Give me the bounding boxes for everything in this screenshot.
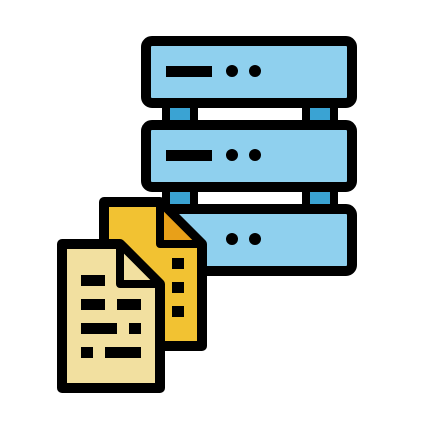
doc-line [81,323,117,334]
doc-line [172,258,184,269]
server-slot [166,150,212,161]
doc-line [81,347,93,358]
server-unit-top [141,36,357,108]
doc-line [129,323,141,334]
doc-line [105,347,141,358]
front-document [57,239,165,393]
doc-line [172,282,184,293]
doc-line [81,299,105,310]
server-light [226,149,238,161]
server-light [249,233,261,245]
server-light [226,65,238,77]
server-light [226,233,238,245]
server-slot [166,66,212,77]
doc-line [81,275,105,286]
server-light [249,65,261,77]
server-light [249,149,261,161]
doc-line [117,299,141,310]
server-unit-middle [141,120,357,192]
doc-line [172,306,184,317]
